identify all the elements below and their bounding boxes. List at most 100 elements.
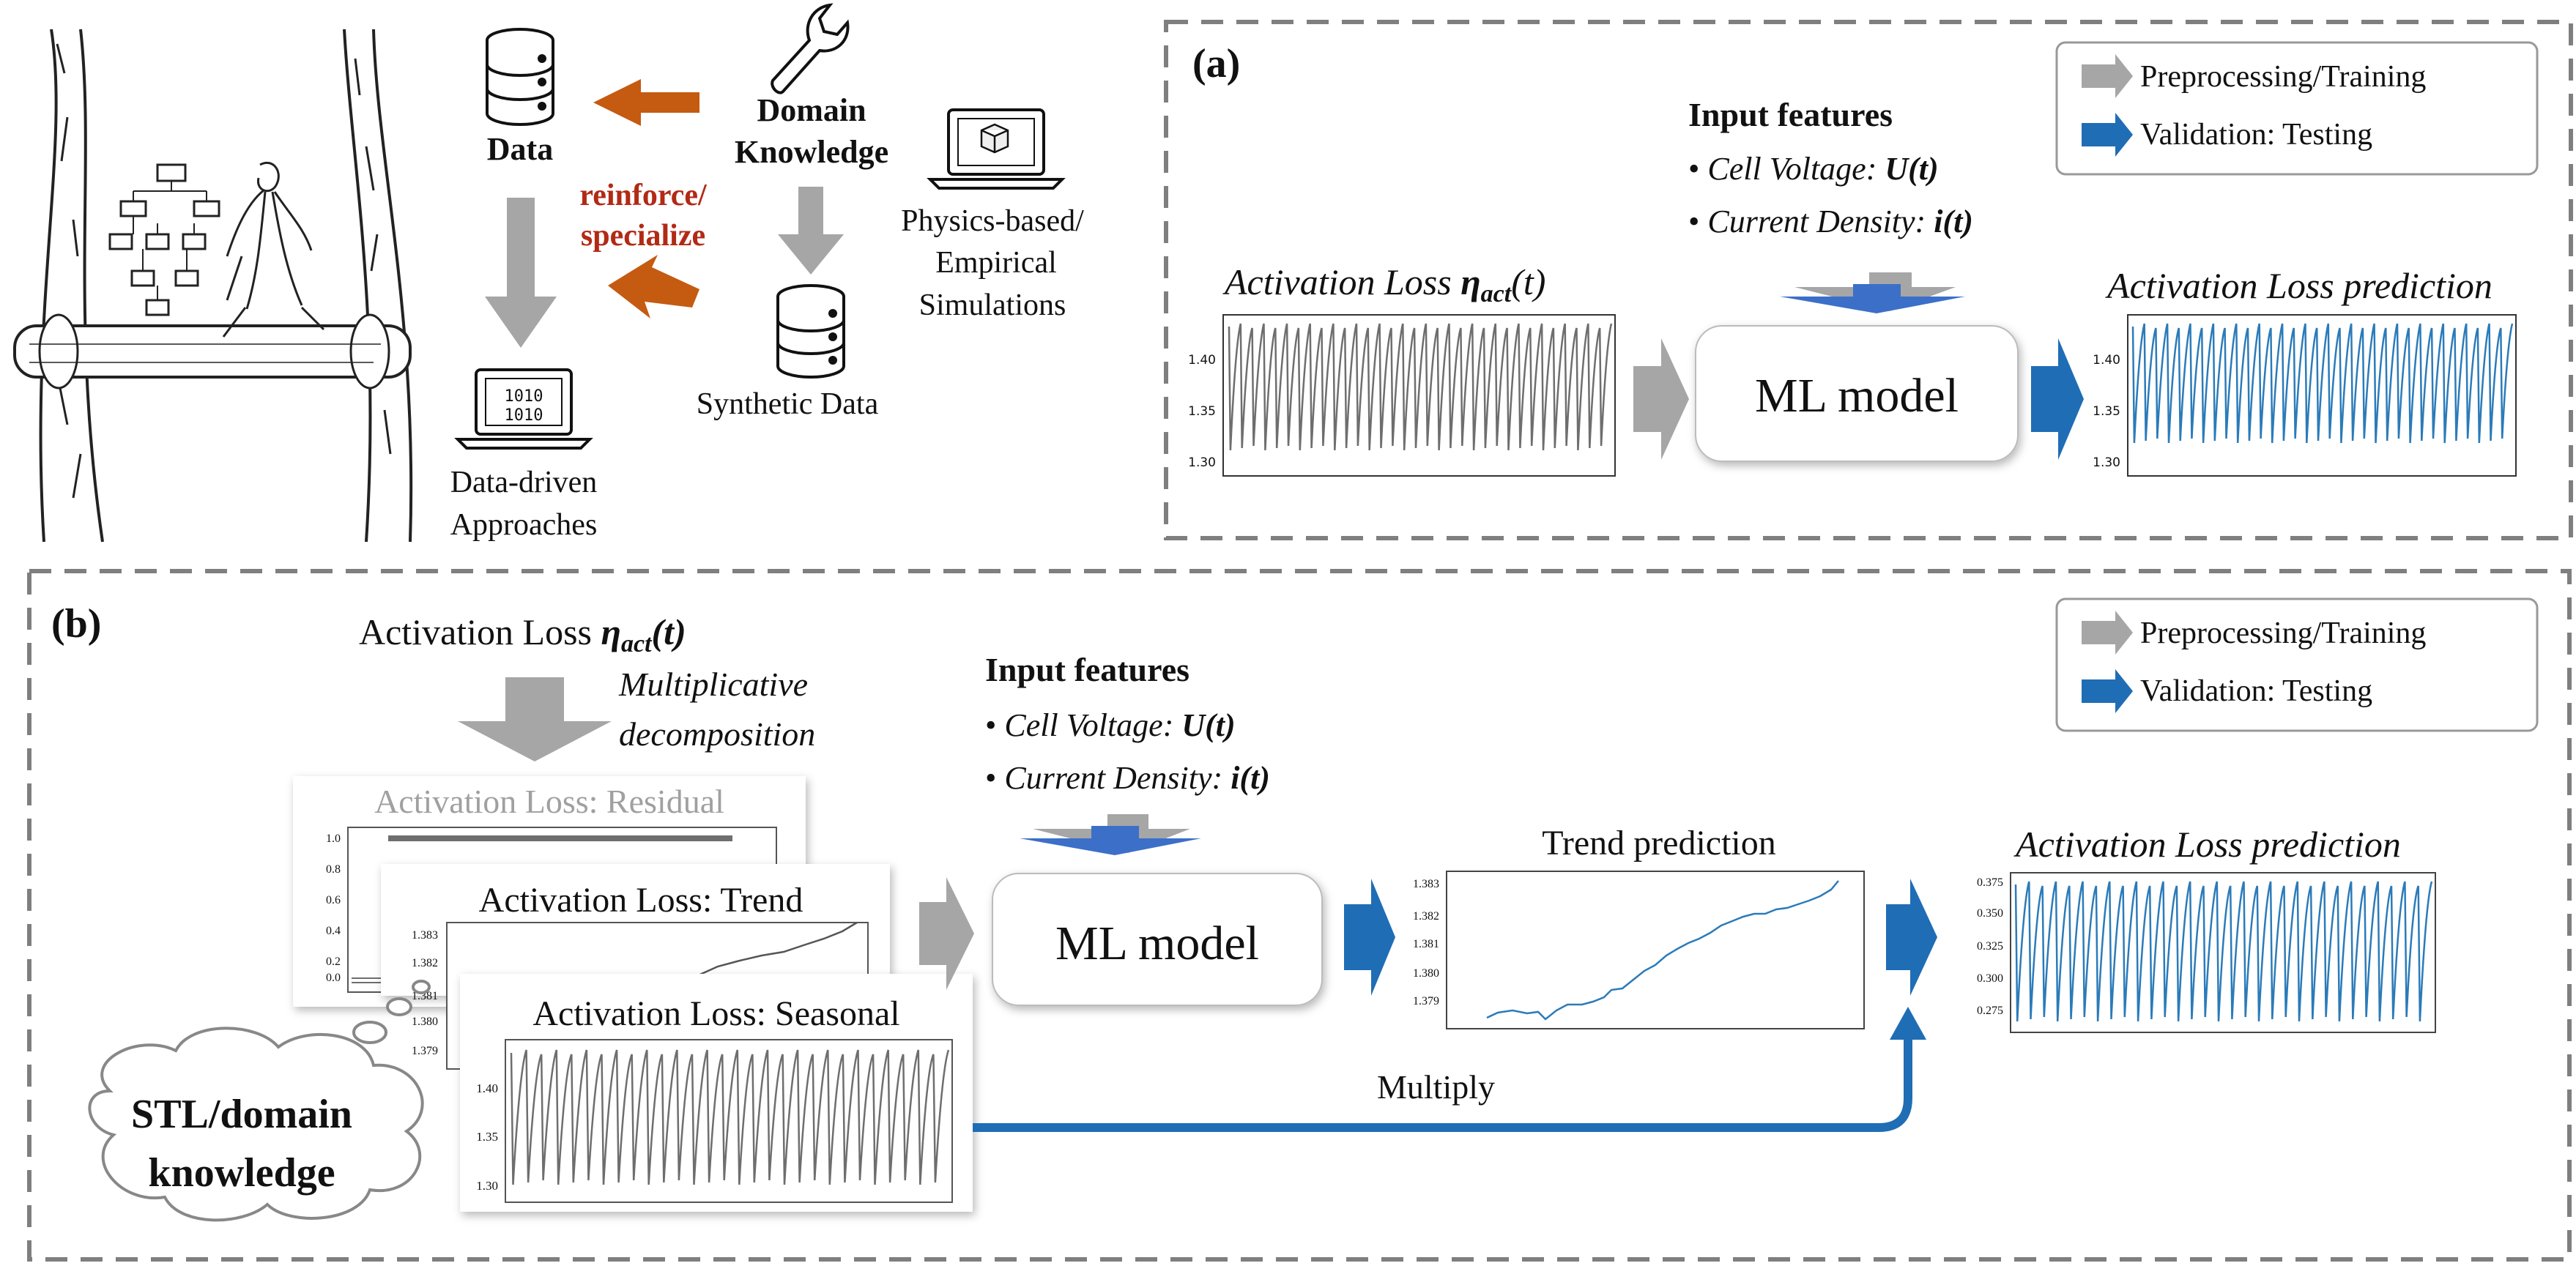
panel-a-input-title: Input features (1688, 96, 1893, 133)
panel-b-feature-arrow-test (1020, 826, 1201, 855)
panel-b-ml-model (992, 873, 1323, 1006)
laptop-screen-line-2: 1010 (505, 406, 543, 425)
data-label: Data (487, 131, 553, 167)
domain-label-1: Domain (757, 92, 866, 128)
trend-pred-title: Trend prediction (1542, 824, 1776, 863)
legend-a-train-label: Preprocessing/Training (2140, 60, 2426, 94)
tick: 1.30 (2093, 455, 2120, 470)
eta-subscript: act (1481, 280, 1512, 308)
synthetic-database-icon (776, 284, 845, 379)
panel-b: (b) Preprocessing/Training Validation: T… (27, 569, 2572, 1262)
tick: 0.8 (326, 863, 341, 876)
panel-a-ml-model (1695, 325, 2019, 462)
panel-b-train-arrow (919, 877, 974, 990)
trend-card-series (658, 921, 858, 986)
database-icon (486, 28, 554, 126)
legend-b-test-label: Validation: Testing (2140, 674, 2372, 708)
tick: 1.30 (1188, 455, 1216, 470)
panel-a-feature-2-name: Current Density: (1707, 204, 1926, 239)
tick: 1.383 (1413, 878, 1439, 890)
panel-b-loss-title: Activation Loss ηact(t) (359, 611, 686, 658)
panel-a-tag: (a) (1192, 41, 1240, 86)
panel-b-pred-chart: 0.375 0.350 0.325 0.300 0.275 (1977, 872, 2436, 1033)
decomposition-arrow (458, 677, 612, 761)
stl-cloud: STL/domain knowledge (88, 980, 431, 1222)
panel-b-feature-1-sym: U(t) (1181, 707, 1235, 743)
panel-a-input-chart: 1.40 1.35 1.30 (1188, 314, 1616, 477)
cloud-bubble-1 (352, 1021, 387, 1044)
synthetic-label: Synthetic Data (697, 387, 879, 421)
multiply-label: Multiply (1377, 1068, 1495, 1106)
tick: 1.380 (1413, 967, 1439, 980)
panel-a-pred-chart: 1.40 1.35 1.30 (2093, 314, 2517, 477)
tick: 0.325 (1977, 940, 2003, 953)
tick: 1.40 (476, 1081, 498, 1095)
physics-label-1: Physics-based/ (901, 204, 1084, 238)
tick: 0.300 (1977, 972, 2003, 985)
tick: 0.375 (1977, 876, 2003, 889)
panel-b-tag: (b) (51, 601, 101, 647)
reinforce-text-1: reinforce/ (579, 179, 708, 212)
panel-a-legend (2055, 41, 2539, 176)
panel-a-ml-model-label: ML model (1755, 369, 1959, 422)
trend-pred-chart: 1.383 1.382 1.381 1.380 1.379 (1413, 871, 1865, 1029)
eta-symbol: η (1460, 261, 1480, 302)
datadriven-label-1: Data-driven (450, 466, 598, 499)
wrench-icon (771, 3, 850, 94)
legend-a-train-arrow (2082, 54, 2133, 98)
tick: 1.35 (2093, 404, 2120, 419)
tick: 0.2 (326, 956, 341, 968)
panel-b-feature-1: • Cell Voltage: U(t) (985, 707, 1236, 743)
reinforce-arrow-bottom (608, 255, 699, 318)
tick: 1.380 (412, 1016, 438, 1028)
panel-b-pred-title: Activation Loss prediction (2013, 824, 2401, 865)
tick: 1.30 (476, 1179, 498, 1193)
panel-a-feature-arrow-test (1780, 284, 1965, 313)
tick: 1.379 (412, 1045, 438, 1057)
laptop-binary-icon (454, 368, 593, 450)
tick: 0.4 (326, 925, 341, 937)
legend-b-train-label: Preprocessing/Training (2140, 616, 2426, 650)
eta-symbol-b: η (601, 611, 621, 652)
datadriven-label-2: Approaches (450, 508, 598, 542)
laptop-cube-icon (927, 108, 1066, 190)
legend-a-test-arrow (2082, 113, 2133, 157)
panel-a-loss-title: Activation Loss ηact(t) (1222, 261, 1545, 308)
tick: 0.6 (326, 894, 341, 906)
panel-b-input-title: Input features (985, 651, 1189, 688)
tick: 1.379 (1413, 995, 1439, 1007)
multiply-path (973, 1040, 1912, 1132)
panel-a-input-series (1228, 323, 1613, 451)
decomp-label-1: Multiplicative (618, 666, 808, 703)
concept-diagram: Data reinforce/ specialize Domain Knowle… (13, 3, 1084, 543)
panel-b-feature-2-sym: i(t) (1231, 760, 1270, 796)
reinforce-arrow-top (593, 79, 699, 126)
multiply-arrowhead (1890, 1007, 1926, 1040)
domain-down-arrow (778, 187, 844, 275)
panel-a: (a) Preprocessing/Training Validation: T… (1164, 20, 2573, 540)
panel-b-legend (2055, 597, 2539, 732)
panel-b-pred-series (2014, 881, 2433, 1022)
cloud-label-2: knowledge (148, 1150, 335, 1196)
panel-b-feature-1-name: Cell Voltage: (1004, 707, 1173, 743)
panel-b-feature-2-name: Current Density: (1004, 760, 1222, 796)
tick: 1.382 (412, 957, 438, 969)
seasonal-title: Activation Loss: Seasonal (532, 994, 899, 1033)
legend-b-train-arrow (2082, 611, 2133, 655)
trend-pred-series (1486, 880, 1839, 1021)
panel-b-border (27, 569, 2572, 1262)
trend-card-title: Activation Loss: Trend (479, 881, 803, 920)
eta-subscript-b: act (621, 630, 653, 658)
legend-b-test-arrow (2082, 669, 2133, 713)
tick: 1.35 (476, 1130, 498, 1144)
tick: 1.382 (1413, 910, 1439, 923)
panel-a-feature-1-sym: U(t) (1885, 151, 1938, 187)
panel-a-border (1164, 20, 2573, 540)
data-down-arrow (485, 198, 557, 348)
panel-a-pred-title: Activation Loss prediction (2105, 265, 2493, 306)
panel-a-feature-1: • Cell Voltage: U(t) (1688, 151, 1939, 187)
panel-a-train-arrow (1633, 338, 1689, 460)
tick: 1.40 (1188, 353, 1216, 368)
panel-b-final-arrow (1886, 879, 1937, 996)
